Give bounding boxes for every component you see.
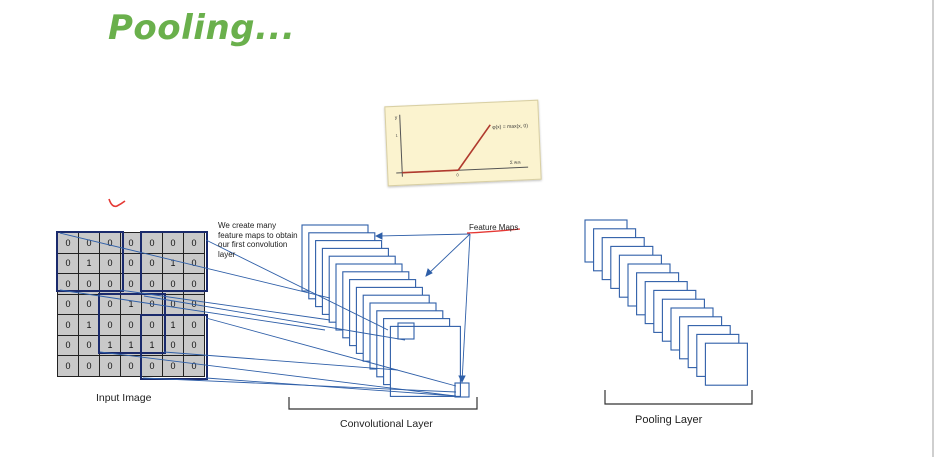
connector-lines xyxy=(59,232,457,397)
connector-line xyxy=(205,239,389,331)
filter-window xyxy=(98,293,166,354)
pool-layer-bracket xyxy=(604,390,753,405)
connector-line xyxy=(119,289,331,321)
feature-map-square xyxy=(389,325,461,397)
connector-line xyxy=(205,377,457,397)
connector-line xyxy=(163,351,399,371)
grid-row: 0 0 0 0 0 0 0 xyxy=(57,273,205,295)
red-underline xyxy=(466,228,521,234)
red-pen-tick xyxy=(108,198,126,208)
arrow-head xyxy=(374,232,383,240)
relu-formula: φ(x) = max(x, 0) xyxy=(492,123,528,131)
connector-line xyxy=(59,289,326,331)
grid-row: 0 1 0 0 0 1 0 xyxy=(57,252,205,274)
filter-windows xyxy=(56,231,208,380)
input-image-label: Input Image xyxy=(96,392,152,404)
slide-right-border xyxy=(932,0,934,457)
connector-line xyxy=(205,317,457,387)
conv-output-cell xyxy=(397,322,415,340)
grid-cell: 0 xyxy=(183,355,205,377)
relu-flat-segment xyxy=(402,169,459,174)
convolutional-layer-label: Convolutional Layer xyxy=(340,418,433,430)
relu-y-tick: 1 xyxy=(395,133,398,138)
arrow-head xyxy=(425,268,433,277)
connector-line xyxy=(142,377,457,393)
arrow-line xyxy=(461,233,471,383)
filter-window xyxy=(56,231,124,292)
relu-graph-card[interactable]: y 1 0 φ(x) = max(x, 0) Σ wᵢxᵢ xyxy=(384,99,542,187)
connector-line xyxy=(143,295,406,341)
slide-title: Pooling... xyxy=(108,8,296,48)
pool-feature-map-stack[interactable] xyxy=(584,219,748,386)
conv-layer-bracket xyxy=(288,397,478,410)
connector-line xyxy=(59,232,331,299)
filter-window xyxy=(140,231,208,292)
relu-y-label: y xyxy=(395,115,398,121)
pooling-layer-label: Pooling Layer xyxy=(635,414,703,426)
feature-maps-note: We create many feature maps to obtain ou… xyxy=(218,221,298,259)
relu-y-axis xyxy=(399,114,403,177)
feature-map-square xyxy=(704,342,748,386)
filter-window xyxy=(140,314,208,380)
conv-feature-map-stack[interactable] xyxy=(301,224,470,398)
relu-linear-segment xyxy=(457,124,491,171)
arrow-line xyxy=(375,233,471,237)
grid-cell: 0 xyxy=(99,355,121,377)
arrow-line xyxy=(425,233,471,277)
feature-map-arrows xyxy=(374,232,471,384)
relu-origin-label: 0 xyxy=(456,172,459,177)
connector-line xyxy=(99,351,456,397)
relu-graph: y 1 0 φ(x) = max(x, 0) Σ wᵢxᵢ xyxy=(395,114,528,177)
feature-maps-label: Feature Maps xyxy=(469,223,519,232)
arrow-head xyxy=(458,375,466,384)
relu-sum-label: Σ wᵢxᵢ xyxy=(510,159,521,164)
